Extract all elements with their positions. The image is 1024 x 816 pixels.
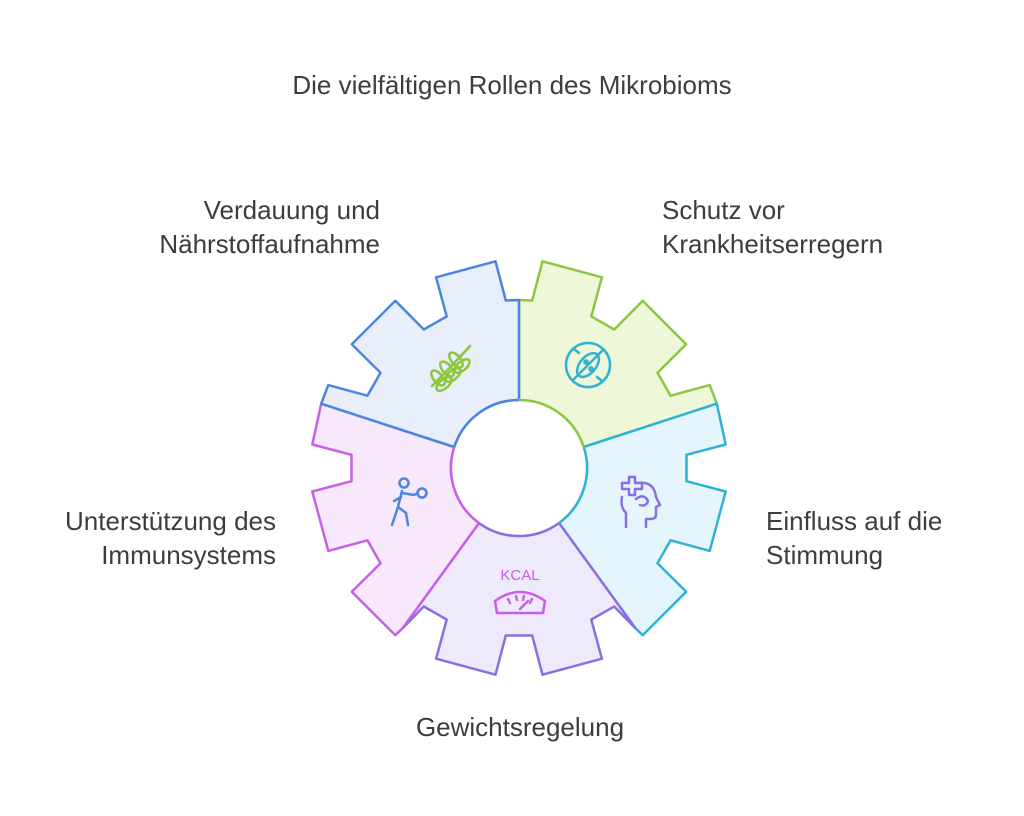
label-weight: Gewichtsregelung: [415, 712, 625, 742]
grain-icon: [430, 344, 472, 392]
no-bacteria-icon: [564, 341, 612, 389]
label-digestion: Verdauung und Nährstoffaufnahme: [159, 195, 380, 259]
kcal-label: KCAL: [500, 567, 539, 584]
hub-arc-weight: [449, 446, 480, 525]
scale-kcal-icon: KCAL: [493, 567, 547, 615]
boxing-figure-icon: [390, 477, 428, 527]
gear-hub: [451, 400, 587, 536]
label-immune: Unterstützung des Immunsystems: [64, 506, 276, 570]
label-mood: Einfluss auf die Stimmung: [766, 506, 943, 570]
hub-arc-protection: [558, 446, 589, 525]
diagram-title: Die vielfältigen Rollen des Mikrobioms: [292, 70, 732, 100]
mental-health-icon: [620, 475, 662, 529]
hub-arc-digestion: [518, 398, 585, 448]
hub-arc-mood: [478, 521, 560, 538]
hub-arc-immune: [453, 398, 520, 448]
label-protection: Schutz vor Krankheitserregern: [662, 195, 884, 259]
